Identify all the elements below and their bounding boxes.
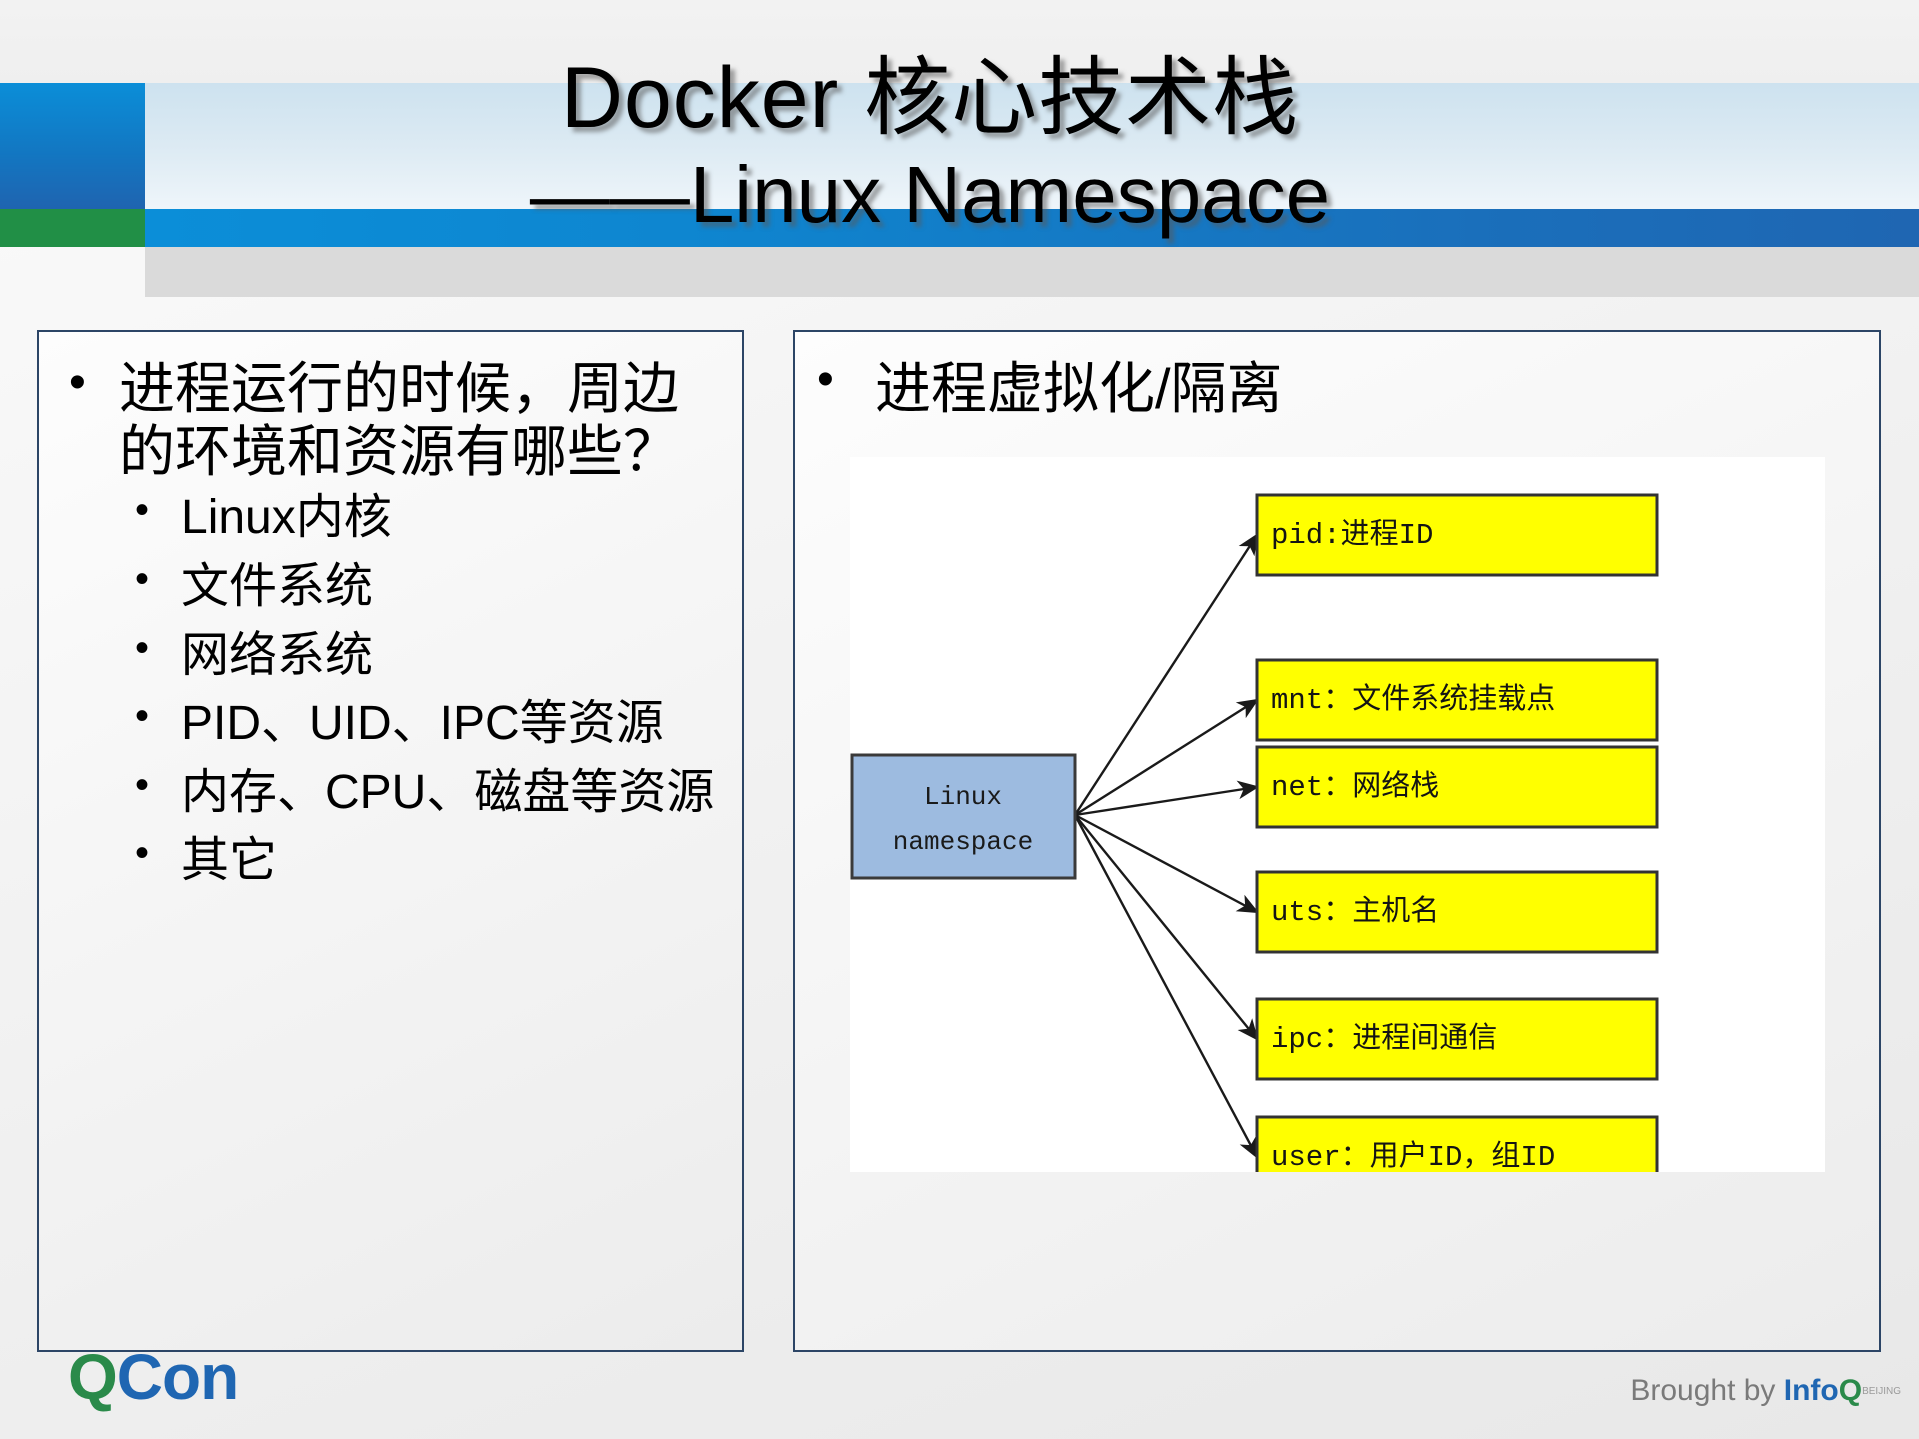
left-content-panel: 进程运行的时候，周边的环境和资源有哪些？ Linux内核 文件系统 网络系统 P… [37, 330, 744, 1352]
infoq-logo-mark: BEIJING [1862, 1386, 1901, 1397]
target-label: net：网络栈 [1271, 769, 1439, 804]
source-box-line-2: namespace [893, 827, 1033, 857]
target-label: mnt：文件系统挂载点 [1271, 682, 1555, 717]
qcon-logo-q: Q [68, 1341, 118, 1413]
left-bullet-main: 进程运行的时候，周边的环境和资源有哪些？ Linux内核 文件系统 网络系统 P… [57, 354, 726, 891]
header-top-strip [0, 0, 1919, 83]
right-content-panel: 进程虚拟化/隔离 [793, 330, 1881, 1352]
list-item: Linux内核 [119, 486, 726, 548]
linux-namespace-source-box: Linux namespace [850, 753, 1077, 880]
list-item: 内存、CPU、磁盘等资源 [119, 761, 726, 823]
namespace-diagram: Linux namespace pid:进程ID mnt：文件系统挂载点 net… [850, 457, 1825, 1172]
target-label: user：用户ID，组ID [1271, 1139, 1555, 1172]
arrow-to-net [1074, 780, 1260, 817]
sub-bullet-text: Linux内核 [181, 491, 392, 545]
source-box-line-1: Linux [924, 782, 1002, 812]
list-item: 文件系统 [119, 555, 726, 617]
left-bullet-list: 进程运行的时候，周边的环境和资源有哪些？ Linux内核 文件系统 网络系统 P… [39, 332, 742, 891]
sub-bullet-text: 网络系统 [181, 628, 374, 682]
sub-bullet-text: 其它 [181, 834, 278, 888]
right-panel-heading: 进程虚拟化/隔离 [795, 353, 1879, 421]
namespace-target-net: net：网络栈 [1255, 745, 1659, 829]
header-green-square [0, 209, 145, 247]
qcon-logo: QCon [68, 1345, 239, 1409]
infoq-attribution: Brought by InfoQBEIJING [1630, 1376, 1901, 1406]
list-item: 网络系统 [119, 624, 726, 686]
arrow-to-ipc [1074, 814, 1259, 1041]
arrow-to-mnt [1074, 698, 1260, 817]
diagram-arrows [1073, 532, 1260, 1160]
infoq-logo-info: Info [1783, 1374, 1839, 1407]
header-blue-bar [145, 209, 1919, 247]
header-gray-bar [145, 247, 1919, 297]
sub-bullet-text: 文件系统 [181, 559, 374, 613]
target-label: uts：主机名 [1271, 894, 1439, 929]
namespace-target-pid: pid:进程ID [1255, 493, 1659, 577]
arrow-to-pid [1073, 532, 1259, 816]
list-item: PID、UID、IPC等资源 [119, 692, 726, 754]
list-item: 其它 [119, 829, 726, 891]
arrow-to-user [1073, 814, 1259, 1160]
header-blue-square [0, 83, 145, 209]
left-bullet-main-text: 进程运行的时候，周边的环境和资源有哪些？ [119, 357, 679, 483]
sub-bullet-text: PID、UID、IPC等资源 [181, 697, 664, 751]
brought-by-label: Brought by [1630, 1374, 1784, 1407]
sub-bullet-text: 内存、CPU、磁盘等资源 [181, 765, 715, 819]
target-label: ipc：进程间通信 [1271, 1021, 1497, 1056]
namespace-target-ipc: ipc：进程间通信 [1255, 997, 1659, 1081]
qcon-logo-con: Con [116, 1341, 239, 1413]
namespace-target-user: user：用户ID，组ID [1255, 1115, 1659, 1172]
target-label: pid:进程ID [1271, 518, 1433, 552]
arrow-to-uts [1074, 813, 1260, 914]
right-panel-heading-text: 进程虚拟化/隔离 [875, 357, 1283, 420]
infoq-logo-q: Q [1838, 1374, 1863, 1407]
namespace-target-mnt: mnt：文件系统挂载点 [1255, 658, 1659, 742]
left-sub-bullet-list: Linux内核 文件系统 网络系统 PID、UID、IPC等资源 内存、CPU、… [119, 486, 726, 891]
namespace-target-uts: uts：主机名 [1255, 870, 1659, 954]
